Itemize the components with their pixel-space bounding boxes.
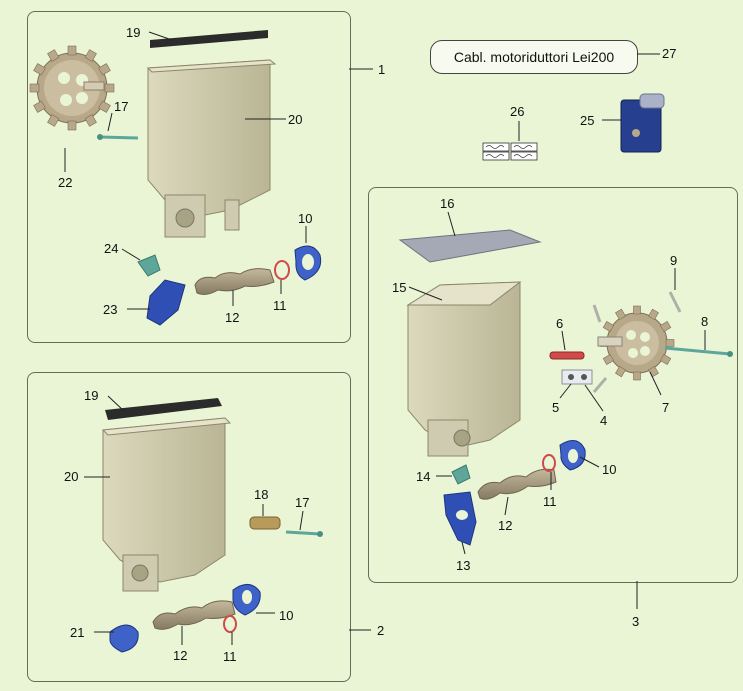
lid-icon (105, 398, 222, 420)
callout-12: 12 (498, 518, 512, 533)
callout-20: 20 (288, 112, 302, 127)
callout-27: 27 (662, 46, 676, 61)
blue-part-icon (146, 279, 186, 326)
callout-23: 23 (103, 302, 117, 317)
ring-icon (274, 260, 290, 280)
callout-17: 17 (295, 495, 309, 510)
auger-icon (194, 268, 275, 295)
bracket-icon (451, 464, 471, 485)
callout-13: 13 (456, 558, 470, 573)
connector-icon (109, 624, 139, 653)
callout-1: 1 (378, 62, 385, 77)
hopper-icon (406, 281, 522, 457)
callout-11: 11 (543, 494, 557, 509)
callout-14: 14 (416, 469, 430, 484)
motor-icon (620, 93, 665, 153)
callout-7: 7 (662, 400, 669, 415)
callout-22: 22 (58, 175, 72, 190)
pin-icon (549, 351, 585, 360)
hopper-icon (146, 59, 277, 238)
hopper-icon (101, 417, 232, 592)
callout-20: 20 (64, 469, 78, 484)
callout-17: 17 (114, 99, 128, 114)
ring-icon (542, 454, 556, 472)
callout-18: 18 (254, 487, 268, 502)
callout-6: 6 (556, 316, 563, 331)
shaft-icon (597, 336, 623, 347)
connector-icon (232, 584, 261, 616)
screw-icon (568, 374, 574, 380)
callout-25: 25 (580, 113, 594, 128)
auger-icon (152, 600, 236, 630)
callout-3: 3 (632, 614, 639, 629)
lid-icon (150, 30, 268, 48)
callout-10: 10 (602, 462, 616, 477)
bracket-icon (137, 254, 161, 277)
callout-26: 26 (510, 104, 524, 119)
callout-10: 10 (279, 608, 293, 623)
cable-label: Cabl. motoriduttori Lei200 (430, 40, 638, 74)
callout-2: 2 (377, 623, 384, 638)
bracket-icon (561, 369, 593, 385)
callout-21: 21 (70, 625, 84, 640)
pin-icon (668, 291, 682, 313)
callout-11: 11 (223, 649, 237, 664)
callout-9: 9 (670, 253, 677, 268)
callout-numbers: 19 17 22 20 10 24 23 12 11 1 19 20 18 17… (58, 25, 708, 664)
callout-8: 8 (701, 314, 708, 329)
lid-icon (398, 229, 542, 263)
pin-icon (592, 304, 602, 323)
connector-icon (559, 440, 586, 471)
screw-icon (581, 374, 587, 380)
leader-lines (64, 31, 706, 645)
callout-19: 19 (84, 388, 98, 403)
wiring-icon (482, 142, 538, 161)
callout-16: 16 (440, 196, 454, 211)
callout-10: 10 (298, 211, 312, 226)
callout-15: 15 (392, 280, 406, 295)
callout-24: 24 (104, 241, 118, 256)
ring-icon (223, 615, 237, 633)
callout-12: 12 (225, 310, 239, 325)
connector-icon (294, 245, 322, 281)
callout-4: 4 (600, 413, 607, 428)
pin-icon (97, 134, 139, 140)
callout-12: 12 (173, 648, 187, 663)
auger-icon (477, 468, 557, 500)
callout-11: 11 (273, 298, 287, 313)
callout-19: 19 (126, 25, 140, 40)
callout-5: 5 (552, 400, 559, 415)
pin-icon (664, 346, 733, 357)
gear-icon (29, 45, 115, 131)
hole-icon (456, 510, 468, 520)
pin-icon (285, 530, 323, 537)
sleeve-icon (249, 516, 281, 530)
pin-icon (592, 377, 608, 393)
